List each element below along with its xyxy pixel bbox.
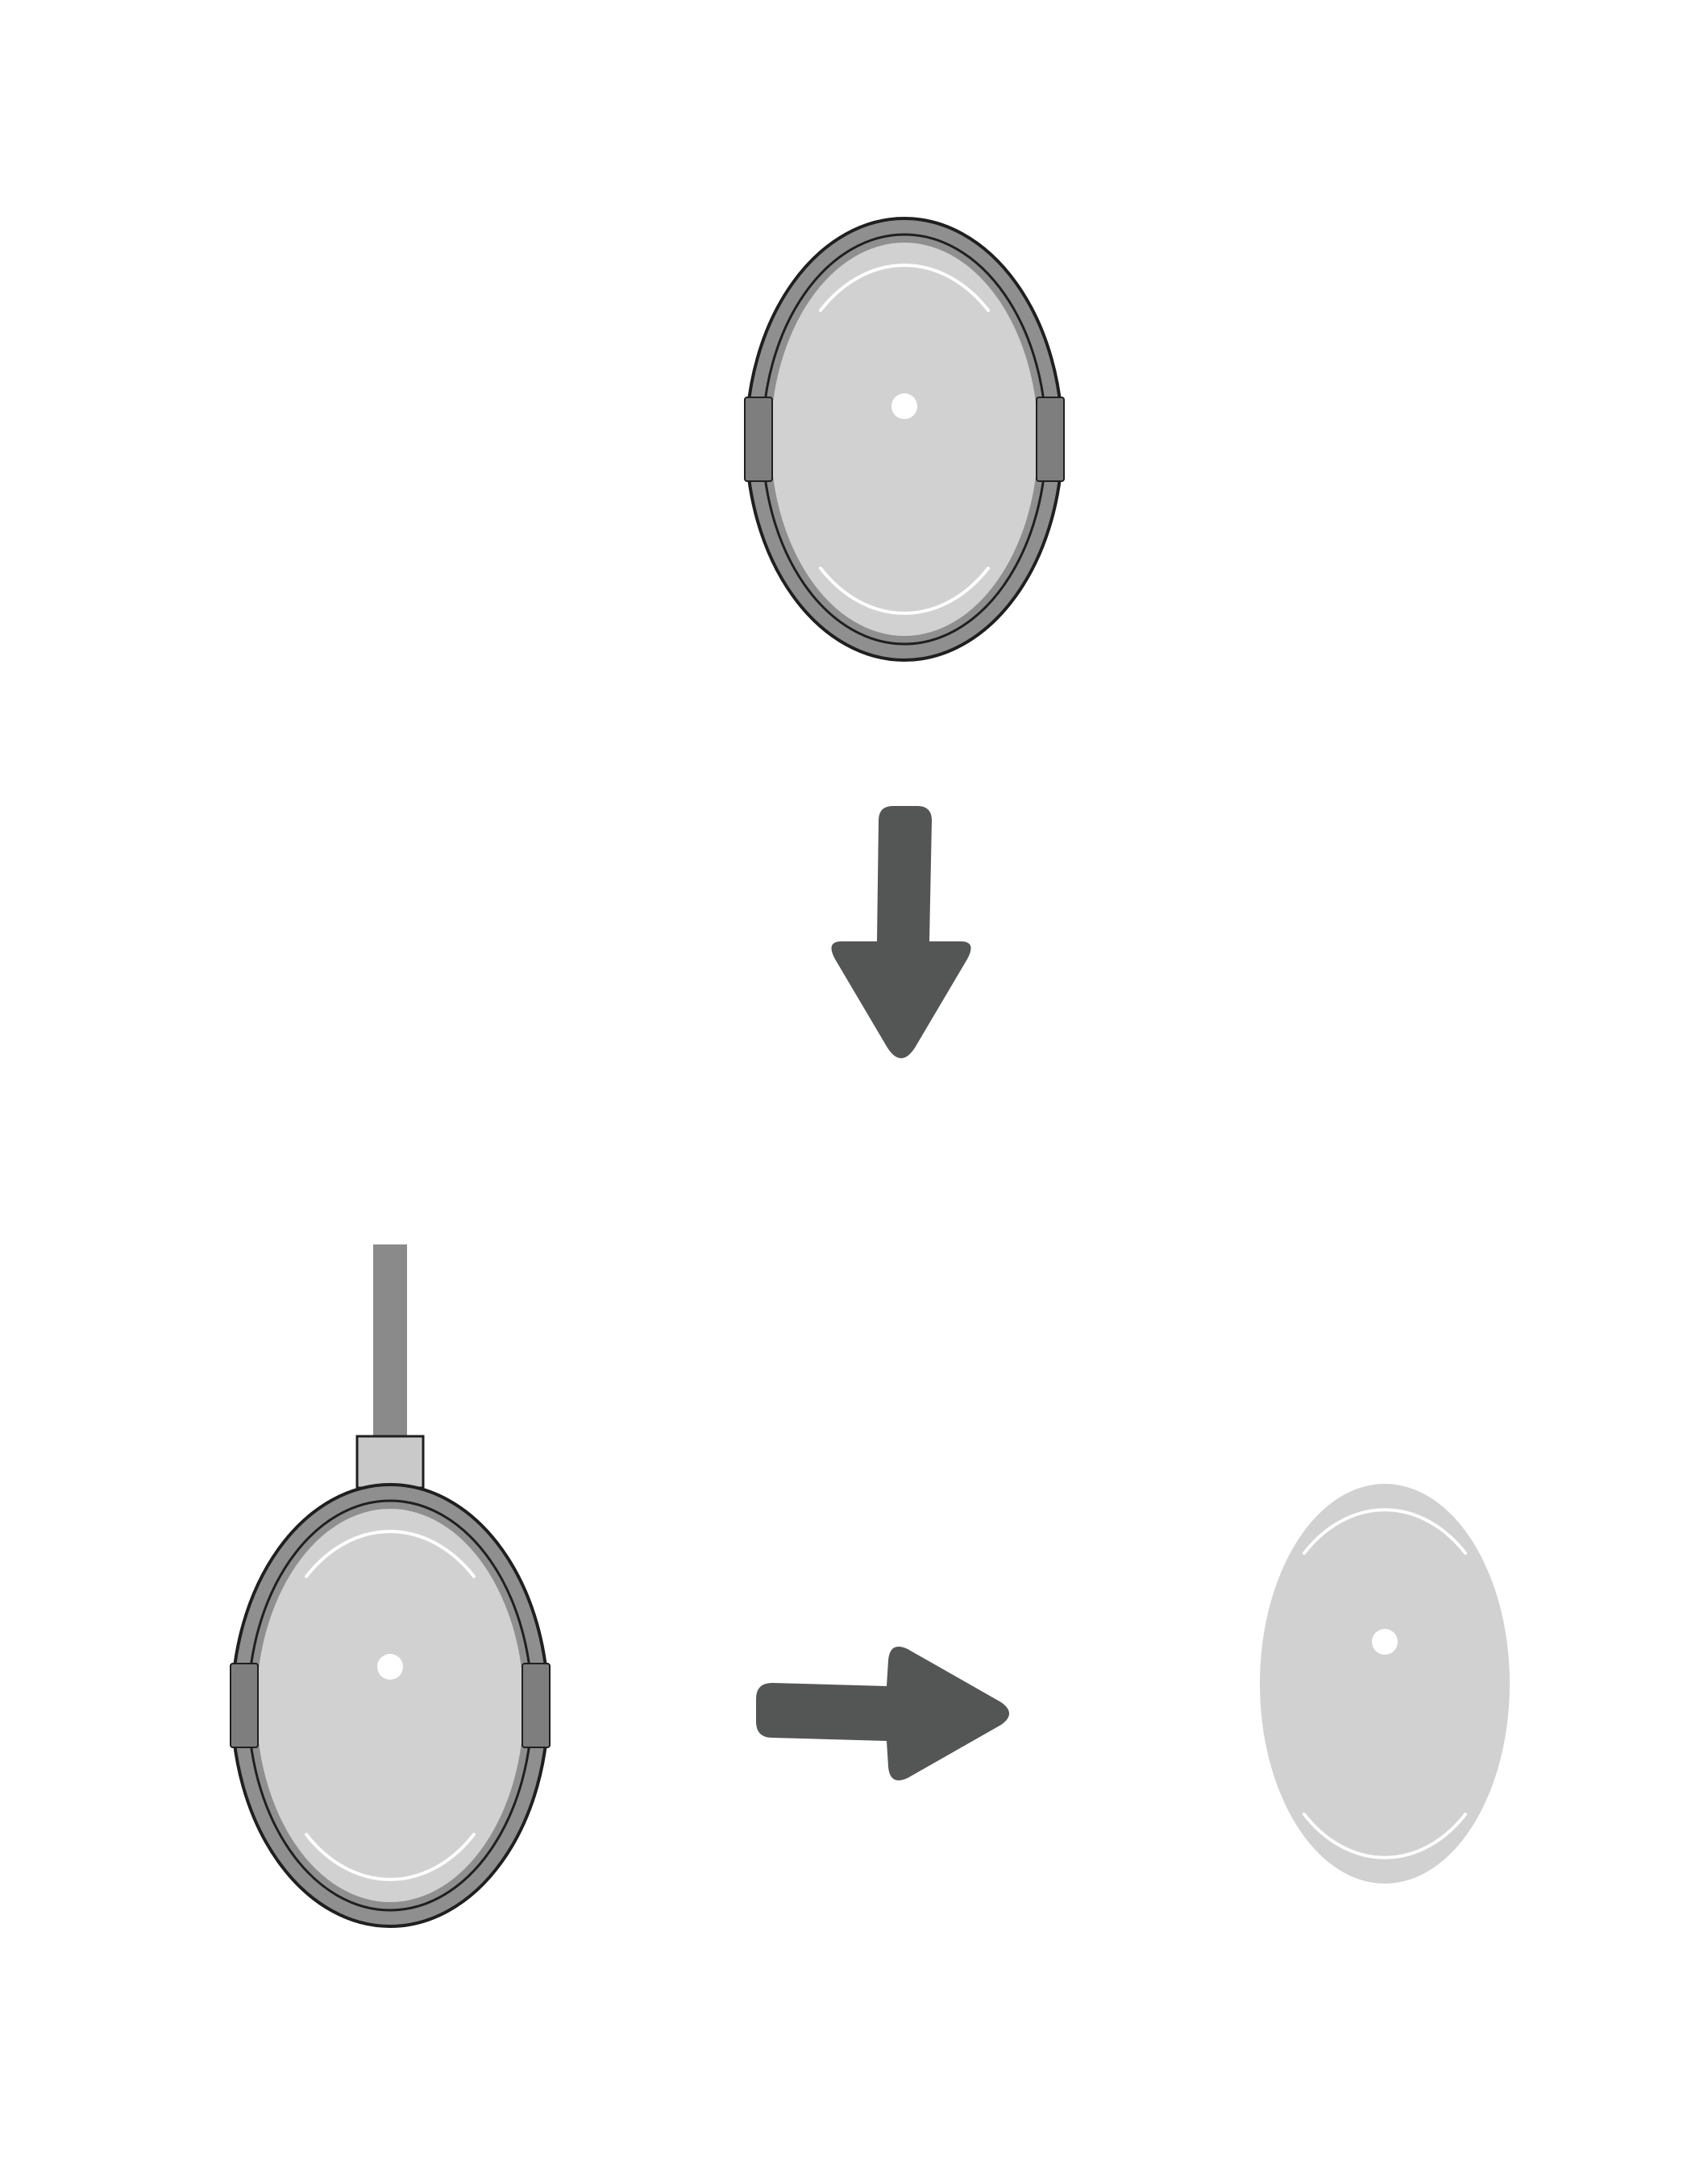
disc-in-holder-with-cable-icon (230, 1244, 551, 1928)
bare-disc-icon (1260, 1484, 1510, 1884)
arrow-down-icon (831, 806, 971, 1058)
arrow-right-icon (756, 1647, 1009, 1780)
disc-in-holder-icon (744, 217, 1065, 662)
